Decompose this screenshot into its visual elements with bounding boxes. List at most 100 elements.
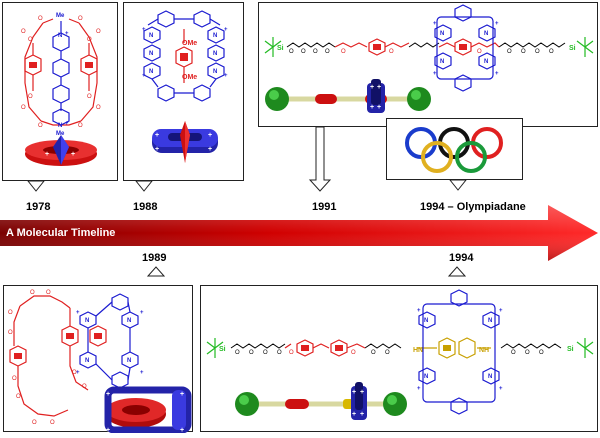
ome-label: OMe (182, 74, 197, 81)
year-1991: 1991 (312, 201, 337, 213)
year-1994: 1994 (449, 252, 474, 264)
svg-text:+: + (370, 84, 374, 91)
svg-text:+: + (106, 427, 110, 433)
svg-text:N: N (424, 374, 428, 380)
svg-text:N: N (213, 51, 217, 57)
svg-text:+: + (360, 411, 364, 418)
svg-text:O: O (539, 350, 544, 356)
si-label: Si (567, 346, 574, 353)
svg-text:O: O (16, 394, 21, 400)
svg-text:N: N (149, 33, 153, 39)
svg-text:N: N (58, 123, 62, 129)
up-arrow-icon (447, 266, 467, 277)
svg-text:O: O (87, 94, 92, 100)
svg-text:+: + (224, 73, 228, 79)
svg-text:O: O (535, 49, 540, 55)
svg-text:O: O (28, 37, 33, 43)
svg-text:+: + (499, 386, 503, 392)
olympic-rings-icon (405, 127, 503, 173)
svg-text:+: + (360, 389, 364, 396)
svg-text:O: O (549, 49, 554, 55)
svg-text:N: N (213, 33, 217, 39)
svg-text:+: + (65, 31, 69, 37)
svg-text:N: N (488, 374, 492, 380)
svg-text:+: + (417, 308, 421, 314)
me-label: Me (56, 13, 65, 19)
svg-text:+: + (208, 132, 212, 139)
svg-text:O: O (507, 49, 512, 55)
svg-text:O: O (50, 420, 55, 426)
svg-text:+: + (433, 71, 437, 77)
svg-text:+: + (71, 151, 75, 158)
svg-text:O: O (263, 350, 268, 356)
svg-text:+: + (499, 308, 503, 314)
timeline-label: A Molecular Timeline (6, 227, 116, 239)
svg-text:+: + (155, 146, 159, 153)
timeline-arrow (0, 205, 598, 261)
year-1978: 1978 (26, 201, 51, 213)
svg-text:N: N (213, 69, 217, 75)
svg-text:O: O (82, 384, 87, 390)
svg-text:O: O (249, 350, 254, 356)
me-label: Me (56, 131, 65, 137)
svg-text:+: + (65, 121, 69, 127)
svg-text:+: + (495, 71, 499, 77)
svg-text:+: + (433, 21, 437, 27)
svg-text:+: + (106, 391, 110, 398)
svg-text:O: O (8, 310, 13, 316)
svg-text:O: O (477, 49, 482, 55)
svg-text:N: N (127, 358, 131, 364)
si-label: Si (569, 45, 576, 52)
svg-text:+: + (352, 389, 356, 396)
svg-text:N: N (58, 33, 62, 39)
svg-text:O: O (371, 350, 376, 356)
svg-text:+: + (155, 132, 159, 139)
svg-text:O: O (521, 49, 526, 55)
year-1989: 1989 (142, 252, 167, 264)
svg-text:O: O (235, 350, 240, 356)
down-arrow-icon (134, 180, 154, 192)
svg-text:O: O (289, 350, 294, 356)
svg-text:N: N (440, 31, 444, 37)
svg-text:+: + (140, 370, 144, 376)
svg-text:O: O (38, 16, 43, 22)
svg-text:+: + (142, 73, 146, 79)
svg-text:+: + (377, 84, 381, 91)
svg-text:O: O (313, 49, 318, 55)
svg-text:N: N (484, 59, 488, 65)
svg-text:O: O (78, 123, 83, 129)
svg-text:O: O (341, 49, 346, 55)
year-1994-olympiadane: 1994 – Olympiadane (420, 201, 526, 213)
svg-text:O: O (30, 290, 35, 296)
svg-text:N: N (484, 31, 488, 37)
svg-text:O: O (12, 376, 17, 382)
si-label: Si (277, 45, 284, 52)
svg-text:O: O (385, 350, 390, 356)
svg-text:N: N (149, 51, 153, 57)
down-arrow-icon (308, 126, 332, 192)
svg-text:N: N (424, 318, 428, 324)
si-label: Si (219, 346, 226, 353)
svg-text:+: + (180, 427, 184, 433)
down-arrow-icon (448, 179, 468, 191)
svg-text:+: + (370, 104, 374, 111)
svg-text:+: + (45, 151, 49, 158)
svg-text:O: O (72, 370, 77, 376)
svg-text:O: O (78, 16, 83, 22)
svg-text:N: N (85, 318, 89, 324)
svg-text:O: O (28, 94, 33, 100)
olympic-rings-panel (386, 118, 523, 180)
svg-text:O: O (525, 350, 530, 356)
svg-text:+: + (495, 21, 499, 27)
svg-text:O: O (96, 29, 101, 35)
nh-label: HN (413, 347, 423, 354)
svg-text:O: O (301, 49, 306, 55)
svg-text:+: + (377, 104, 381, 111)
svg-text:O: O (87, 37, 92, 43)
